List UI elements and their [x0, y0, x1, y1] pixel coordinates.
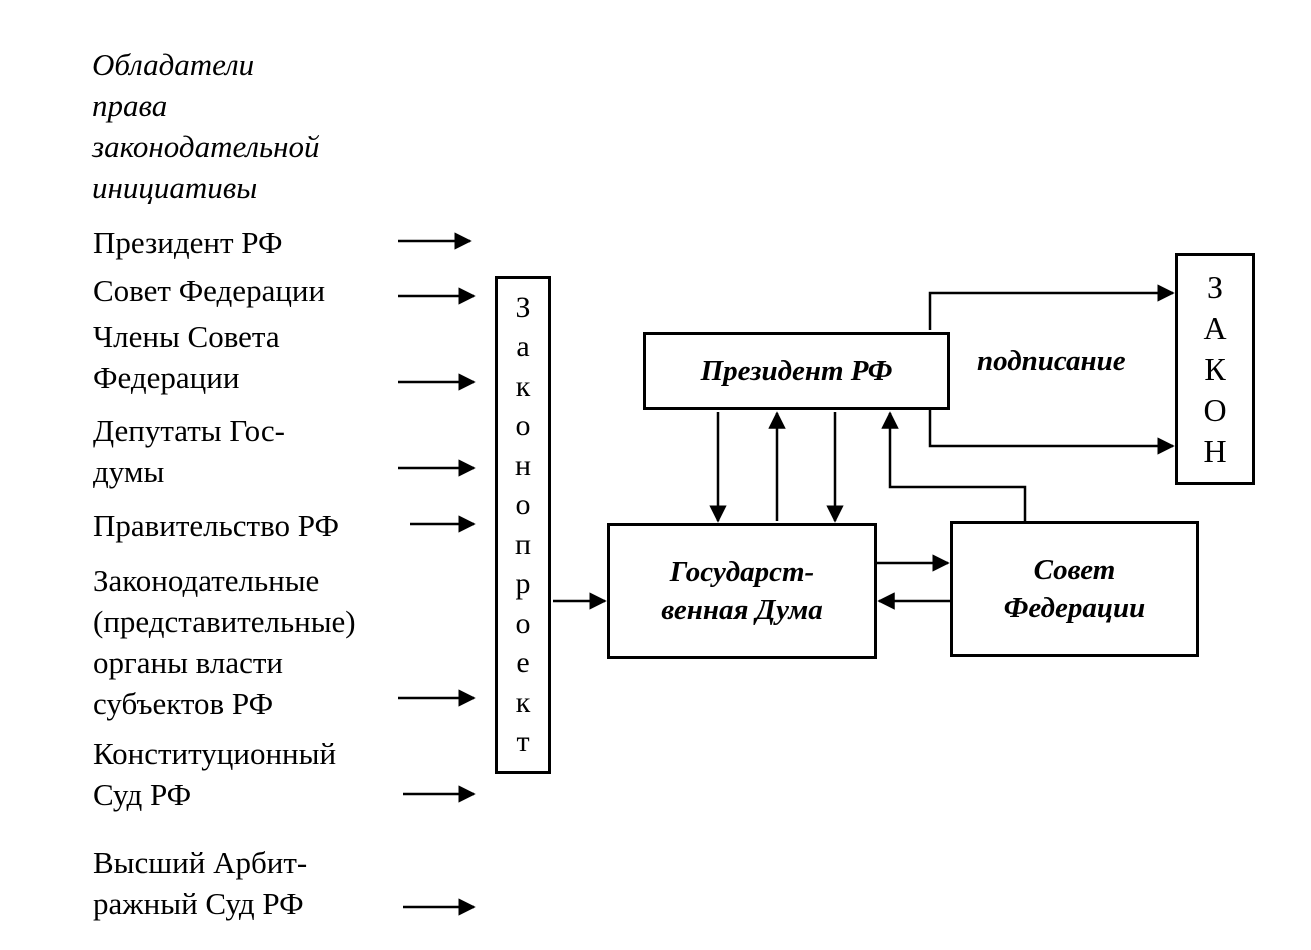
initiator-label: Законодательные	[93, 563, 320, 598]
initiator-label: ражный Суд РФ	[93, 886, 304, 921]
bill-letter: о	[515, 488, 531, 522]
bill-box: З а к о н о п р о е к т	[495, 276, 551, 774]
council-box-line: Федерации	[1003, 592, 1146, 624]
initiator-label: субъектов РФ	[93, 686, 274, 721]
initiator-label: Суд РФ	[93, 777, 192, 812]
heading-line: законодательной	[92, 129, 320, 164]
bill-letter: о	[515, 606, 531, 640]
duma-box-line: Государст-	[669, 556, 815, 588]
initiator-label: Конституционный	[93, 736, 337, 771]
arrow-president-to-law-top	[928, 284, 1175, 330]
initiator-label: Депутаты Гос-	[93, 413, 285, 448]
law-letter: К	[1204, 351, 1226, 387]
heading-line: Обладатели	[92, 47, 255, 82]
initiator-label: Президент РФ	[93, 225, 283, 260]
initiator-label: (представительные)	[93, 604, 356, 639]
initiator-label: думы	[93, 454, 165, 489]
law-letter: Н	[1203, 433, 1227, 469]
bill-letter: н	[514, 448, 532, 482]
state-duma-box: Государст- венная Дума	[607, 523, 877, 659]
bill-letter: о	[515, 409, 531, 443]
president-box-label: Президент РФ	[700, 355, 893, 387]
heading-line: права	[92, 88, 168, 123]
bill-letter: п	[514, 527, 532, 561]
council-box-line: Совет	[1033, 554, 1116, 586]
law-letter: А	[1203, 310, 1227, 346]
initiator-label: Члены Совета	[93, 319, 280, 354]
duma-box-line: венная Дума	[661, 594, 823, 626]
law-letter: З	[1206, 269, 1224, 305]
bill-letter: к	[515, 369, 531, 403]
arrow-council-to-president	[881, 411, 1027, 521]
initiator-label: Правительство РФ	[93, 508, 339, 543]
bill-letter: е	[516, 646, 530, 680]
heading-line: инициативы	[92, 170, 258, 205]
bill-letter: т	[516, 725, 530, 759]
initiator-label: Федерации	[93, 360, 240, 395]
initiator-label: органы власти	[93, 645, 283, 680]
law-letter: О	[1203, 392, 1227, 428]
initiator-label: Совет Федерации	[93, 273, 326, 308]
arrow-president-to-law-bottom	[928, 410, 1175, 455]
bill-letter: а	[516, 330, 530, 364]
signing-label: подписание	[977, 345, 1126, 377]
law-box: З А К О Н	[1175, 253, 1255, 485]
president-box: Президент РФ	[643, 332, 950, 410]
bill-letter: З	[515, 290, 531, 324]
bill-letter: к	[515, 685, 531, 719]
federation-council-box: Совет Федерации	[950, 521, 1199, 657]
bill-letter: р	[515, 567, 531, 601]
initiator-label: Высший Арбит-	[93, 845, 308, 880]
initiative-holders-heading: Обладатели права законодательной инициат…	[92, 44, 319, 208]
